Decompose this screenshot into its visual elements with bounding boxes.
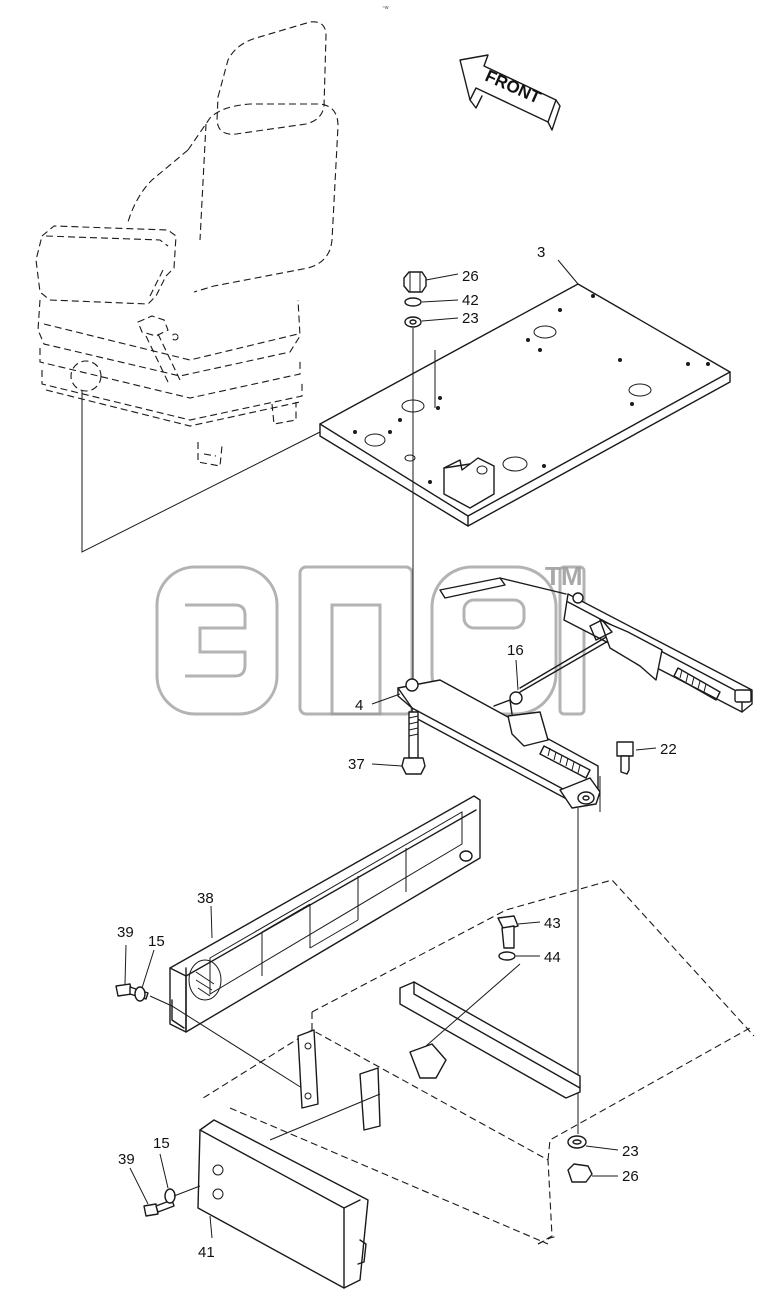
- cover-41-axis: [269, 1093, 381, 1141]
- callout-37: 37: [348, 756, 365, 773]
- hardware-bottom: [567, 1135, 593, 1183]
- seat-leader-line: [81, 390, 321, 553]
- front-label: FRONT: [482, 66, 544, 107]
- callout-15-top: 15: [148, 933, 165, 950]
- leader-15b: [159, 1153, 169, 1189]
- bolt-37: [401, 711, 426, 775]
- top-mark: ~w: [382, 5, 389, 11]
- seat-phantom: [35, 21, 339, 467]
- callout-22: 22: [660, 741, 677, 758]
- watermark-tm: TM: [545, 561, 583, 591]
- leader-3: [557, 259, 579, 285]
- callout-44: 44: [544, 949, 561, 966]
- screw-washer-bottom: [143, 1188, 176, 1217]
- callout-26-bottom: 26: [622, 1168, 639, 1185]
- callout-16: 16: [507, 642, 524, 659]
- screw-washer-top: [115, 983, 149, 1002]
- leader-42: [421, 299, 459, 303]
- leader-4: [371, 693, 401, 705]
- callout-38: 38: [197, 890, 214, 907]
- leader-23b: [585, 1145, 619, 1151]
- hardware-top: [403, 271, 427, 328]
- callout-26-top: 26: [462, 268, 479, 285]
- callout-39-top: 39: [117, 924, 134, 941]
- leader-39a: [124, 944, 127, 985]
- leader-16: [515, 659, 519, 691]
- leader-39b: [129, 1167, 149, 1205]
- leader-22: [635, 747, 657, 751]
- leader-26a: [425, 273, 459, 281]
- callout-43: 43: [544, 915, 561, 932]
- callout-39-bottom: 39: [118, 1151, 135, 1168]
- leader-15a: [141, 949, 155, 989]
- bolt-22: [616, 741, 634, 775]
- side-cover-38: [169, 795, 481, 1033]
- leader-23a: [421, 317, 459, 322]
- callout-23-top: 23: [462, 310, 479, 327]
- slide-rail-assembly: [397, 577, 753, 809]
- callout-23-bottom: 23: [622, 1143, 639, 1160]
- leader-37: [371, 763, 403, 767]
- floor-frame-phantom: [199, 879, 755, 1245]
- callout-3: 3: [537, 244, 545, 261]
- front-cover-41: [197, 1119, 369, 1289]
- callout-4: 4: [355, 697, 363, 714]
- watermark-logo: TM: [155, 561, 586, 716]
- screw-axis-top: [149, 995, 303, 1089]
- leader-41: [209, 1215, 213, 1239]
- leader-43: [517, 921, 541, 925]
- callout-15-bottom: 15: [153, 1135, 170, 1152]
- callout-42: 42: [462, 292, 479, 309]
- callout-41: 41: [198, 1244, 215, 1261]
- screw-axis-bottom: [173, 1185, 201, 1197]
- seat-mounting-plate: [319, 283, 731, 527]
- bolt-43-washer-44: [497, 915, 519, 961]
- leader-38: [210, 905, 213, 939]
- leader-44-line: [425, 963, 521, 1047]
- front-direction-arrow: FRONT: [459, 54, 561, 131]
